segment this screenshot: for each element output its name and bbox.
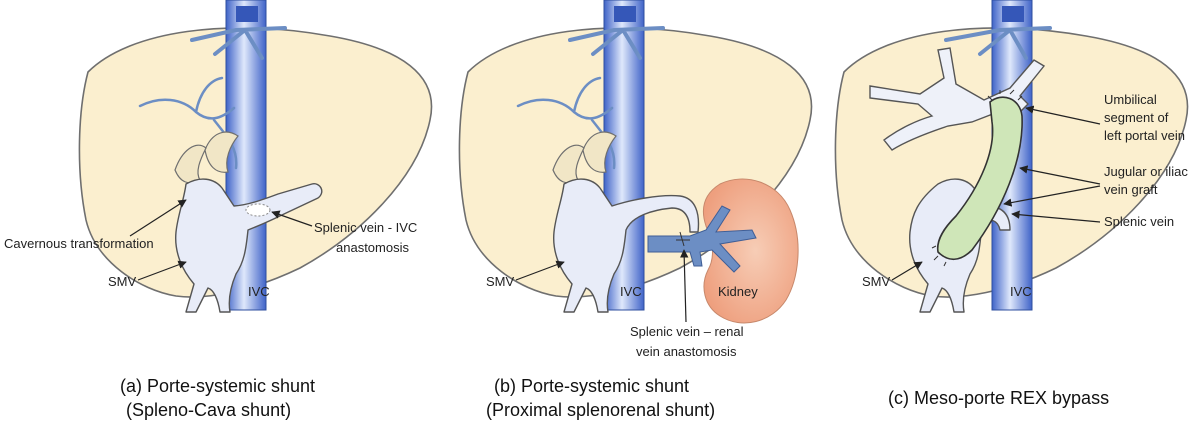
arrow-smv	[515, 260, 565, 281]
anastomosis-site	[676, 231, 690, 247]
label-umbilical-2: segment of	[1104, 110, 1169, 125]
arrow-smv	[137, 260, 187, 281]
label-graft-2: vein graft	[1104, 182, 1158, 197]
panel-c: Umbilical segment of left portal vein Ju…	[834, 0, 1188, 408]
label-anastomosis-1: Splenic vein – renal	[630, 324, 744, 339]
arrow-graft-2	[1003, 185, 1101, 207]
graft-sutures-top	[987, 89, 1023, 101]
ivc-cap	[1002, 6, 1024, 22]
caption-b-line2: (Proximal splenorenal shunt)	[486, 400, 715, 420]
label-kidney: Kidney	[718, 284, 758, 299]
left-portal-vein	[869, 47, 1046, 151]
label-smv: SMV	[486, 274, 515, 289]
smv-portal-vein	[553, 178, 700, 313]
renal-vein	[647, 205, 757, 273]
arrow-anastomosis	[271, 210, 313, 227]
label-splenic: Splenic vein	[1104, 214, 1174, 229]
hepatic-vein-branches	[190, 26, 287, 60]
label-smv: SMV	[862, 274, 891, 289]
label-graft-1: Jugular or iliac	[1104, 164, 1188, 179]
vein-graft	[936, 96, 1023, 261]
label-anastomosis-2: vein anastomosis	[636, 344, 737, 359]
label-ivc: IVC	[620, 284, 642, 299]
caption-c-line1: (c) Meso-porte REX bypass	[888, 388, 1109, 408]
caption-a-line1: (a) Porte-systemic shunt	[120, 376, 315, 396]
hepatic-vein-branches	[568, 26, 665, 60]
caption-b-line1: (b) Porte-systemic shunt	[494, 376, 689, 396]
arrow-umbilical	[1025, 105, 1101, 125]
cavernous-collaterals	[174, 131, 239, 184]
graft-sutures-bottom	[931, 245, 947, 267]
label-anastomosis-1: Splenic vein - IVC	[314, 220, 417, 235]
hepatic-vein-branches	[944, 26, 1052, 60]
caption-a-line2: (Spleno-Cava shunt)	[126, 400, 291, 420]
arrow-smv	[891, 261, 923, 281]
ivc-cap	[614, 6, 636, 22]
arrow-graft-1	[1019, 165, 1101, 185]
label-cavernous: Cavernous transformation	[4, 236, 154, 251]
panel-b: SMV IVC Kidney Splenic vein – renal vein…	[458, 0, 813, 420]
anastomosis-site	[245, 203, 271, 217]
label-anastomosis-2: anastomosis	[336, 240, 409, 255]
cavernous-collaterals	[552, 131, 617, 184]
arrow-anastomosis	[680, 249, 689, 323]
label-umbilical-1: Umbilical	[1104, 92, 1157, 107]
arrow-splenic	[1011, 210, 1101, 223]
arrow-cavernous	[129, 199, 187, 237]
panel-a: Cavernous transformation SMV IVC Splenic…	[4, 0, 433, 420]
label-ivc: IVC	[248, 284, 270, 299]
label-umbilical-3: left portal vein	[1104, 128, 1185, 143]
label-smv: SMV	[108, 274, 137, 289]
label-ivc: IVC	[1010, 284, 1032, 299]
ivc-cap	[236, 6, 258, 22]
